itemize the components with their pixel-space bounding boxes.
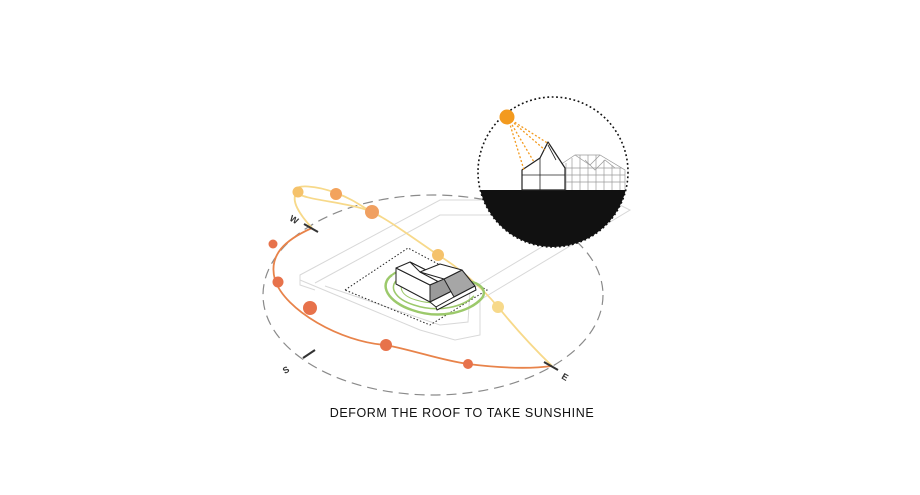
sun-rays <box>507 117 550 171</box>
sun-icon <box>330 188 342 200</box>
sun-icon <box>492 301 504 313</box>
winter-sun-positions <box>268 239 473 369</box>
sun-icon <box>272 276 284 288</box>
compass-ring <box>262 194 604 396</box>
section-circle <box>477 96 629 248</box>
site-boundary <box>343 247 489 326</box>
section-detail <box>477 96 629 248</box>
greenhouse-icon <box>559 154 626 190</box>
sun-icon <box>499 109 515 125</box>
south-label: S <box>281 364 291 376</box>
winter-sun-path <box>272 227 553 369</box>
west-label: W <box>288 213 301 226</box>
sun-icon <box>365 205 379 219</box>
west-tick <box>303 223 319 233</box>
diagram-caption: DEFORM THE ROOF TO TAKE SUNSHINE <box>330 406 595 420</box>
house-icon <box>395 261 477 311</box>
sun-icon <box>380 339 392 351</box>
ground <box>478 190 628 247</box>
sun-icon <box>463 359 473 369</box>
sun-icon <box>268 239 278 249</box>
sun-icon <box>432 249 444 261</box>
south-tick <box>302 349 316 359</box>
sun-icon <box>303 301 317 315</box>
summer-sun-positions <box>292 186 504 313</box>
house-section <box>521 141 566 191</box>
east-tick <box>543 361 559 371</box>
sun-icon <box>292 186 304 198</box>
east-label: E <box>560 371 570 383</box>
